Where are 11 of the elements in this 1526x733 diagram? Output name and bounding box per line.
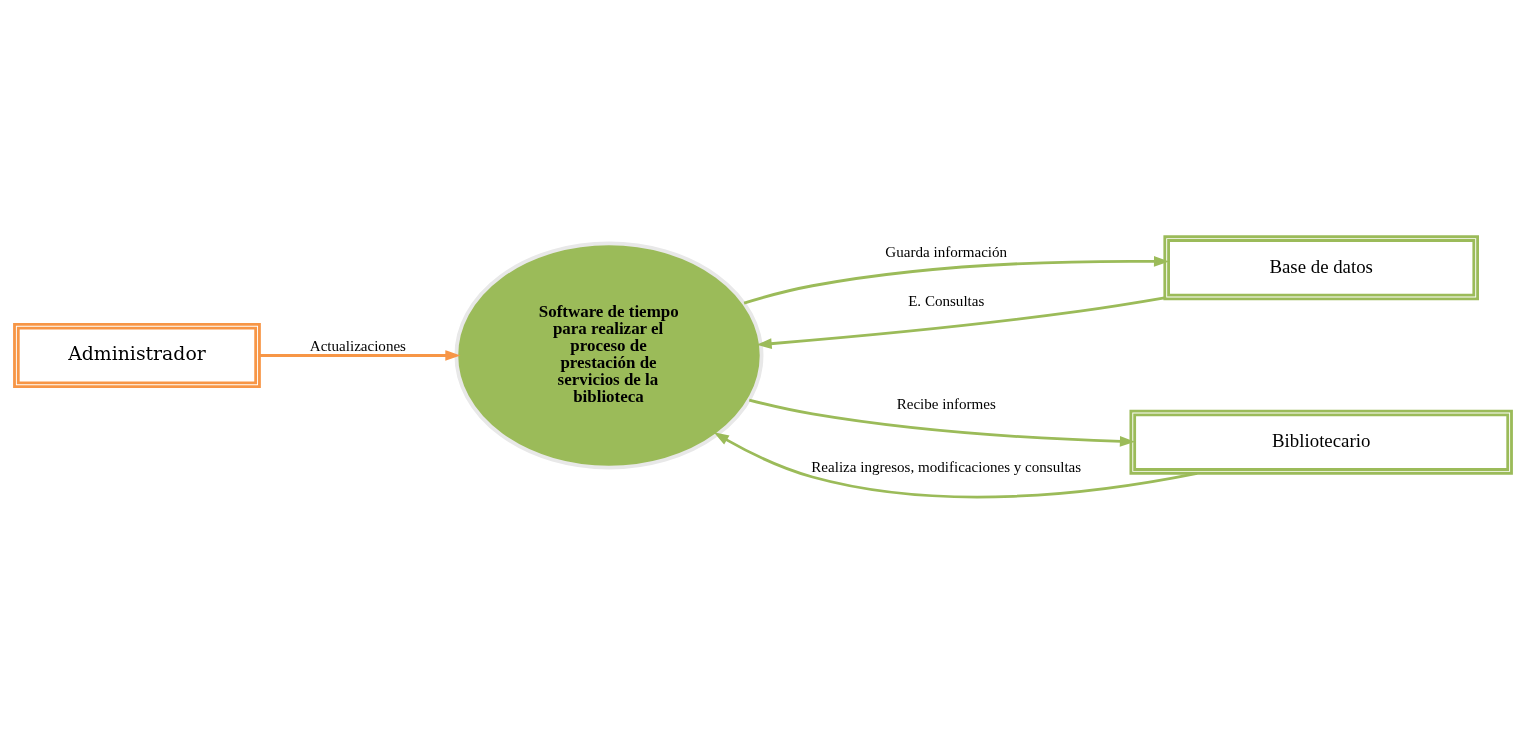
arrow — [713, 431, 1198, 498]
edge-label: Actualizaciones — [309, 337, 406, 354]
arrow — [748, 398, 1135, 447]
edge-label: E. Consultas — [908, 292, 985, 309]
edge-label: Realiza ingresos, modificaciones y consultas — [811, 458, 1082, 475]
edge-label: Guarda información — [885, 243, 1008, 260]
edge-label: Recibe informes — [896, 395, 996, 412]
arrow — [259, 349, 461, 361]
arrow — [743, 255, 1170, 304]
arrow — [756, 296, 1165, 349]
node-ellipse: Software de tiempo para realizar el proceso de prestación de servicios de la biblioteca — [454, 240, 764, 469]
